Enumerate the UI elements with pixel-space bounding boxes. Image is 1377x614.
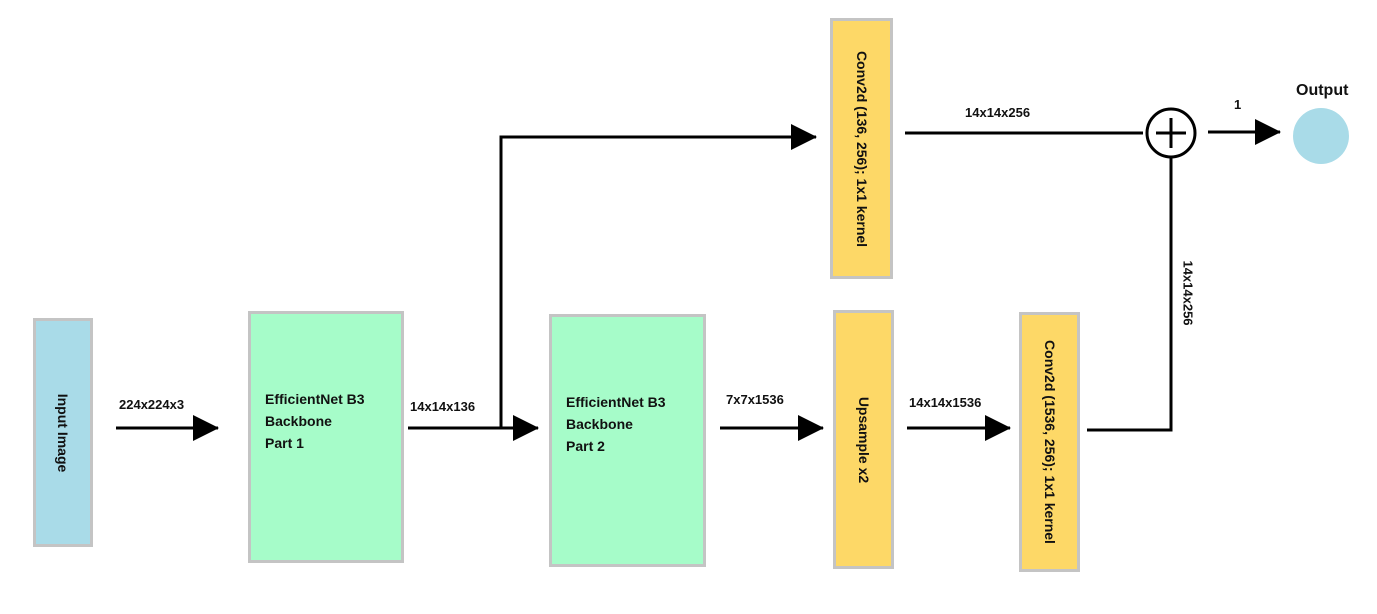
backbone-part2-line2: Backbone (566, 416, 633, 432)
output-node (1293, 108, 1349, 164)
backbone-part2-line1: EfficientNet B3 (566, 394, 666, 410)
backbone-part1-line3: Part 1 (265, 435, 304, 451)
label-224x224x3: 224x224x3 (119, 397, 185, 412)
upsample-box: Upsample x2 (833, 310, 894, 569)
output-label: Output (1296, 82, 1349, 99)
label-14x14x256-right: 14x14x256 (1180, 260, 1196, 326)
backbone-part2-line3: Part 2 (566, 438, 605, 454)
label-sum-output: 1 (1234, 97, 1242, 112)
conv-top-box: Conv2d (136, 256); 1x1 kernel (830, 18, 893, 279)
conv-bottom-label: Conv2d (1536, 256); 1x1 kernel (1041, 340, 1058, 544)
backbone-part1-line1: EfficientNet B3 (265, 391, 365, 407)
input-image-box: Input Image (33, 318, 93, 547)
backbone-part1-line2: Backbone (265, 413, 332, 429)
backbone-part1-label: EfficientNet B3 Backbone Part 1 (265, 388, 365, 454)
label-14x14x256-top: 14x14x256 (965, 105, 1031, 120)
line-conv-bottom-to-sum (1087, 158, 1173, 432)
input-image-label: Input Image (55, 393, 71, 472)
label-7x7x1536: 7x7x1536 (726, 392, 784, 407)
arrow-skip-to-conv-top (499, 124, 817, 428)
label-14x14x1536: 14x14x1536 (909, 395, 982, 410)
conv-bottom-box: Conv2d (1536, 256); 1x1 kernel (1019, 312, 1080, 572)
label-14x14x136: 14x14x136 (410, 399, 476, 414)
backbone-part2-label: EfficientNet B3 Backbone Part 2 (566, 391, 666, 457)
backbone-part2-box: EfficientNet B3 Backbone Part 2 (549, 314, 706, 567)
upsample-label: Upsample x2 (855, 396, 872, 483)
conv-top-label: Conv2d (136, 256); 1x1 kernel (853, 50, 870, 247)
backbone-part1-box: EfficientNet B3 Backbone Part 1 (248, 311, 404, 563)
